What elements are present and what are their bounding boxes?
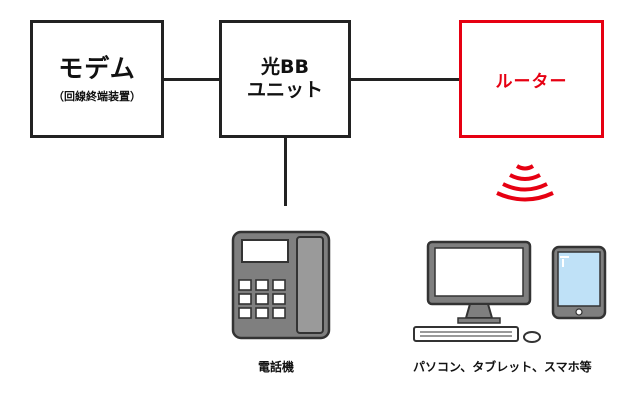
tablet-icon (551, 245, 607, 320)
desk-phone-icon (231, 230, 331, 340)
wifi-signal-icon (496, 164, 554, 202)
modem-box: モデム （回線終端装置） (30, 20, 164, 138)
modem-subtitle: （回線終端装置） (53, 90, 141, 103)
hikari-bb-unit-box: 光BB ユニット (219, 20, 351, 138)
phone-label: 電話機 (258, 360, 295, 374)
router-title: ルーター (495, 71, 568, 92)
unit-to-router-line (351, 78, 459, 81)
pc-tablet-smartphone-label: パソコン、タブレット、スマホ等 (413, 360, 592, 374)
unit-title-line2: ユニット (246, 79, 323, 101)
router-box: ルーター (459, 20, 604, 138)
unit-to-phone-line (284, 138, 287, 206)
modem-to-unit-line (164, 78, 219, 81)
unit-title-line1: 光BB (261, 56, 309, 78)
modem-title: モデム (58, 54, 136, 83)
desktop-computer-icon (413, 240, 541, 343)
